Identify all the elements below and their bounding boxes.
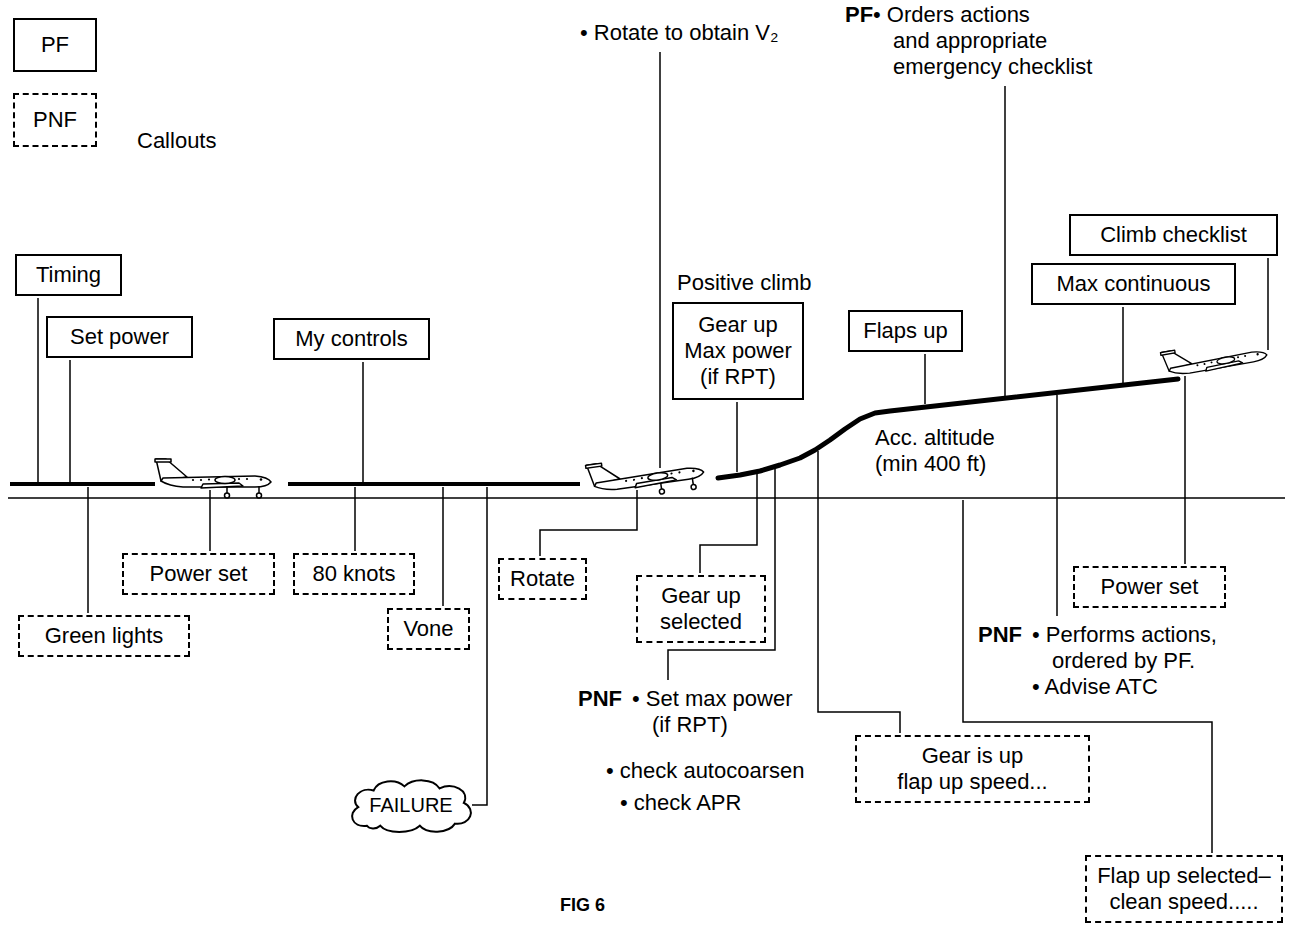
pf-callout-box: Climb checklist [1069,214,1278,256]
leader-line [818,451,900,733]
pf-callout-box: Set power [46,316,193,358]
text-line: (if RPT) [632,712,793,738]
annotation-label: PNF [978,622,1022,648]
annotation-label: • Rotate to obtain V₂ [580,20,778,46]
annotation-label: Positive climb [677,270,811,296]
pf-callout-box: Flaps up [848,310,963,352]
text-line: • Set max power [632,686,793,712]
callout-text: Flap up selected– clean speed..... [1097,863,1271,915]
callout-text: Flaps up [863,318,947,344]
legend-sample-box: PNF [13,93,97,147]
text-line: Gear up [684,312,792,338]
pnf-callout-box: Power set [122,553,275,595]
legend-text: PF [41,32,69,58]
annotation-label: • Orders actions and appropriate emergen… [873,2,1092,80]
annotation-label: Callouts [137,128,216,154]
annotation-label: • check autocoarsen [606,758,804,784]
leader-line [736,402,738,472]
text-line: Gear is up [897,743,1047,769]
text-line: emergency checklist [873,54,1092,80]
callout-text: Timing [36,262,101,288]
text-line: and appropriate [873,28,1092,54]
leader-line [362,362,364,482]
callout-text: Gear up selected [660,583,742,635]
annotation-label: • Advise ATC [1032,674,1158,700]
pf-callout-box: Gear up Max power (if RPT) [672,302,804,400]
annotation-label: PNF [578,686,622,712]
pnf-callout-box: Gear is up flap up speed... [855,735,1090,803]
leader-line [659,52,661,468]
text-line: (if RPT) [684,364,792,390]
callout-text: Power set [150,561,248,587]
leader-line [37,298,39,482]
leader-line [1267,258,1269,350]
text-line: (min 400 ft) [875,451,995,477]
cloud-path [352,780,471,832]
pnf-callout-box: Power set [1073,566,1226,608]
leader-line [69,360,71,482]
legend-sample-box: PF [13,18,97,72]
text-line: • Orders actions [873,2,1092,28]
leader-line [540,490,637,556]
annotation-label: Acc. altitude (min 400 ft) [875,425,995,477]
leader-line [924,354,926,404]
leader-line [700,474,757,573]
aircraft-rotating [586,449,706,504]
text-line: flap up speed... [897,769,1047,795]
callout-text: Set power [70,324,169,350]
callout-text: My controls [295,326,407,352]
aircraft-on-runway [155,459,271,498]
pnf-callout-box: Rotate [498,558,587,600]
callout-text: Max continuous [1056,271,1210,297]
callout-text: Gear is up flap up speed... [897,743,1047,795]
annotation-label: • check APR [620,790,741,816]
text-line: clean speed..... [1097,889,1271,915]
aircraft-climbing [1160,335,1267,379]
pnf-callout-box: Green lights [18,615,190,657]
text-line: Max power [684,338,792,364]
text-line: • Performs actions, [1032,622,1217,648]
leader-line [1056,395,1058,616]
annotation-label: • Set max power (if RPT) [632,686,793,738]
leader-line [354,487,356,551]
failure-cloud: FAILURE [345,776,477,834]
annotation-label: PF [845,2,873,28]
pnf-callout-box: Gear up selected [636,575,766,643]
leader-line [442,487,444,606]
pf-callout-box: My controls [273,318,430,360]
leader-line [1004,86,1006,397]
text-line: selected [660,609,742,635]
leader-line [87,487,89,613]
text-line: Flap up selected– [1097,863,1271,889]
pf-callout-box: Max continuous [1031,263,1236,305]
callout-text: Gear up Max power (if RPT) [684,312,792,390]
callout-text: Power set [1101,574,1199,600]
leader-line [1122,307,1124,383]
text-line: ordered by PF. [1032,648,1217,674]
leader-lines [38,52,1268,853]
leader-line [209,490,211,551]
pnf-callout-box: Vone [387,608,470,650]
callout-text: 80 knots [312,561,395,587]
pnf-callout-box: 80 knots [293,553,415,595]
callout-text: Climb checklist [1100,222,1247,248]
ground-line [8,497,1285,499]
callout-text: FAILURE [369,792,452,818]
callout-text: Vone [403,616,453,642]
annotation-label: • Performs actions, ordered by PF. [1032,622,1217,674]
pnf-callout-box: Flap up selected– clean speed..... [1085,855,1283,923]
text-line: Gear up [660,583,742,609]
figure-caption: FIG 6 [560,892,605,918]
callout-text: Green lights [45,623,164,649]
leader-line [1184,376,1186,564]
text-line: Acc. altitude [875,425,995,451]
legend-text: PNF [33,107,77,133]
callout-text: Rotate [510,566,575,592]
runway-line [10,482,580,486]
pf-callout-box: Timing [15,254,122,296]
leader-line [472,487,487,805]
